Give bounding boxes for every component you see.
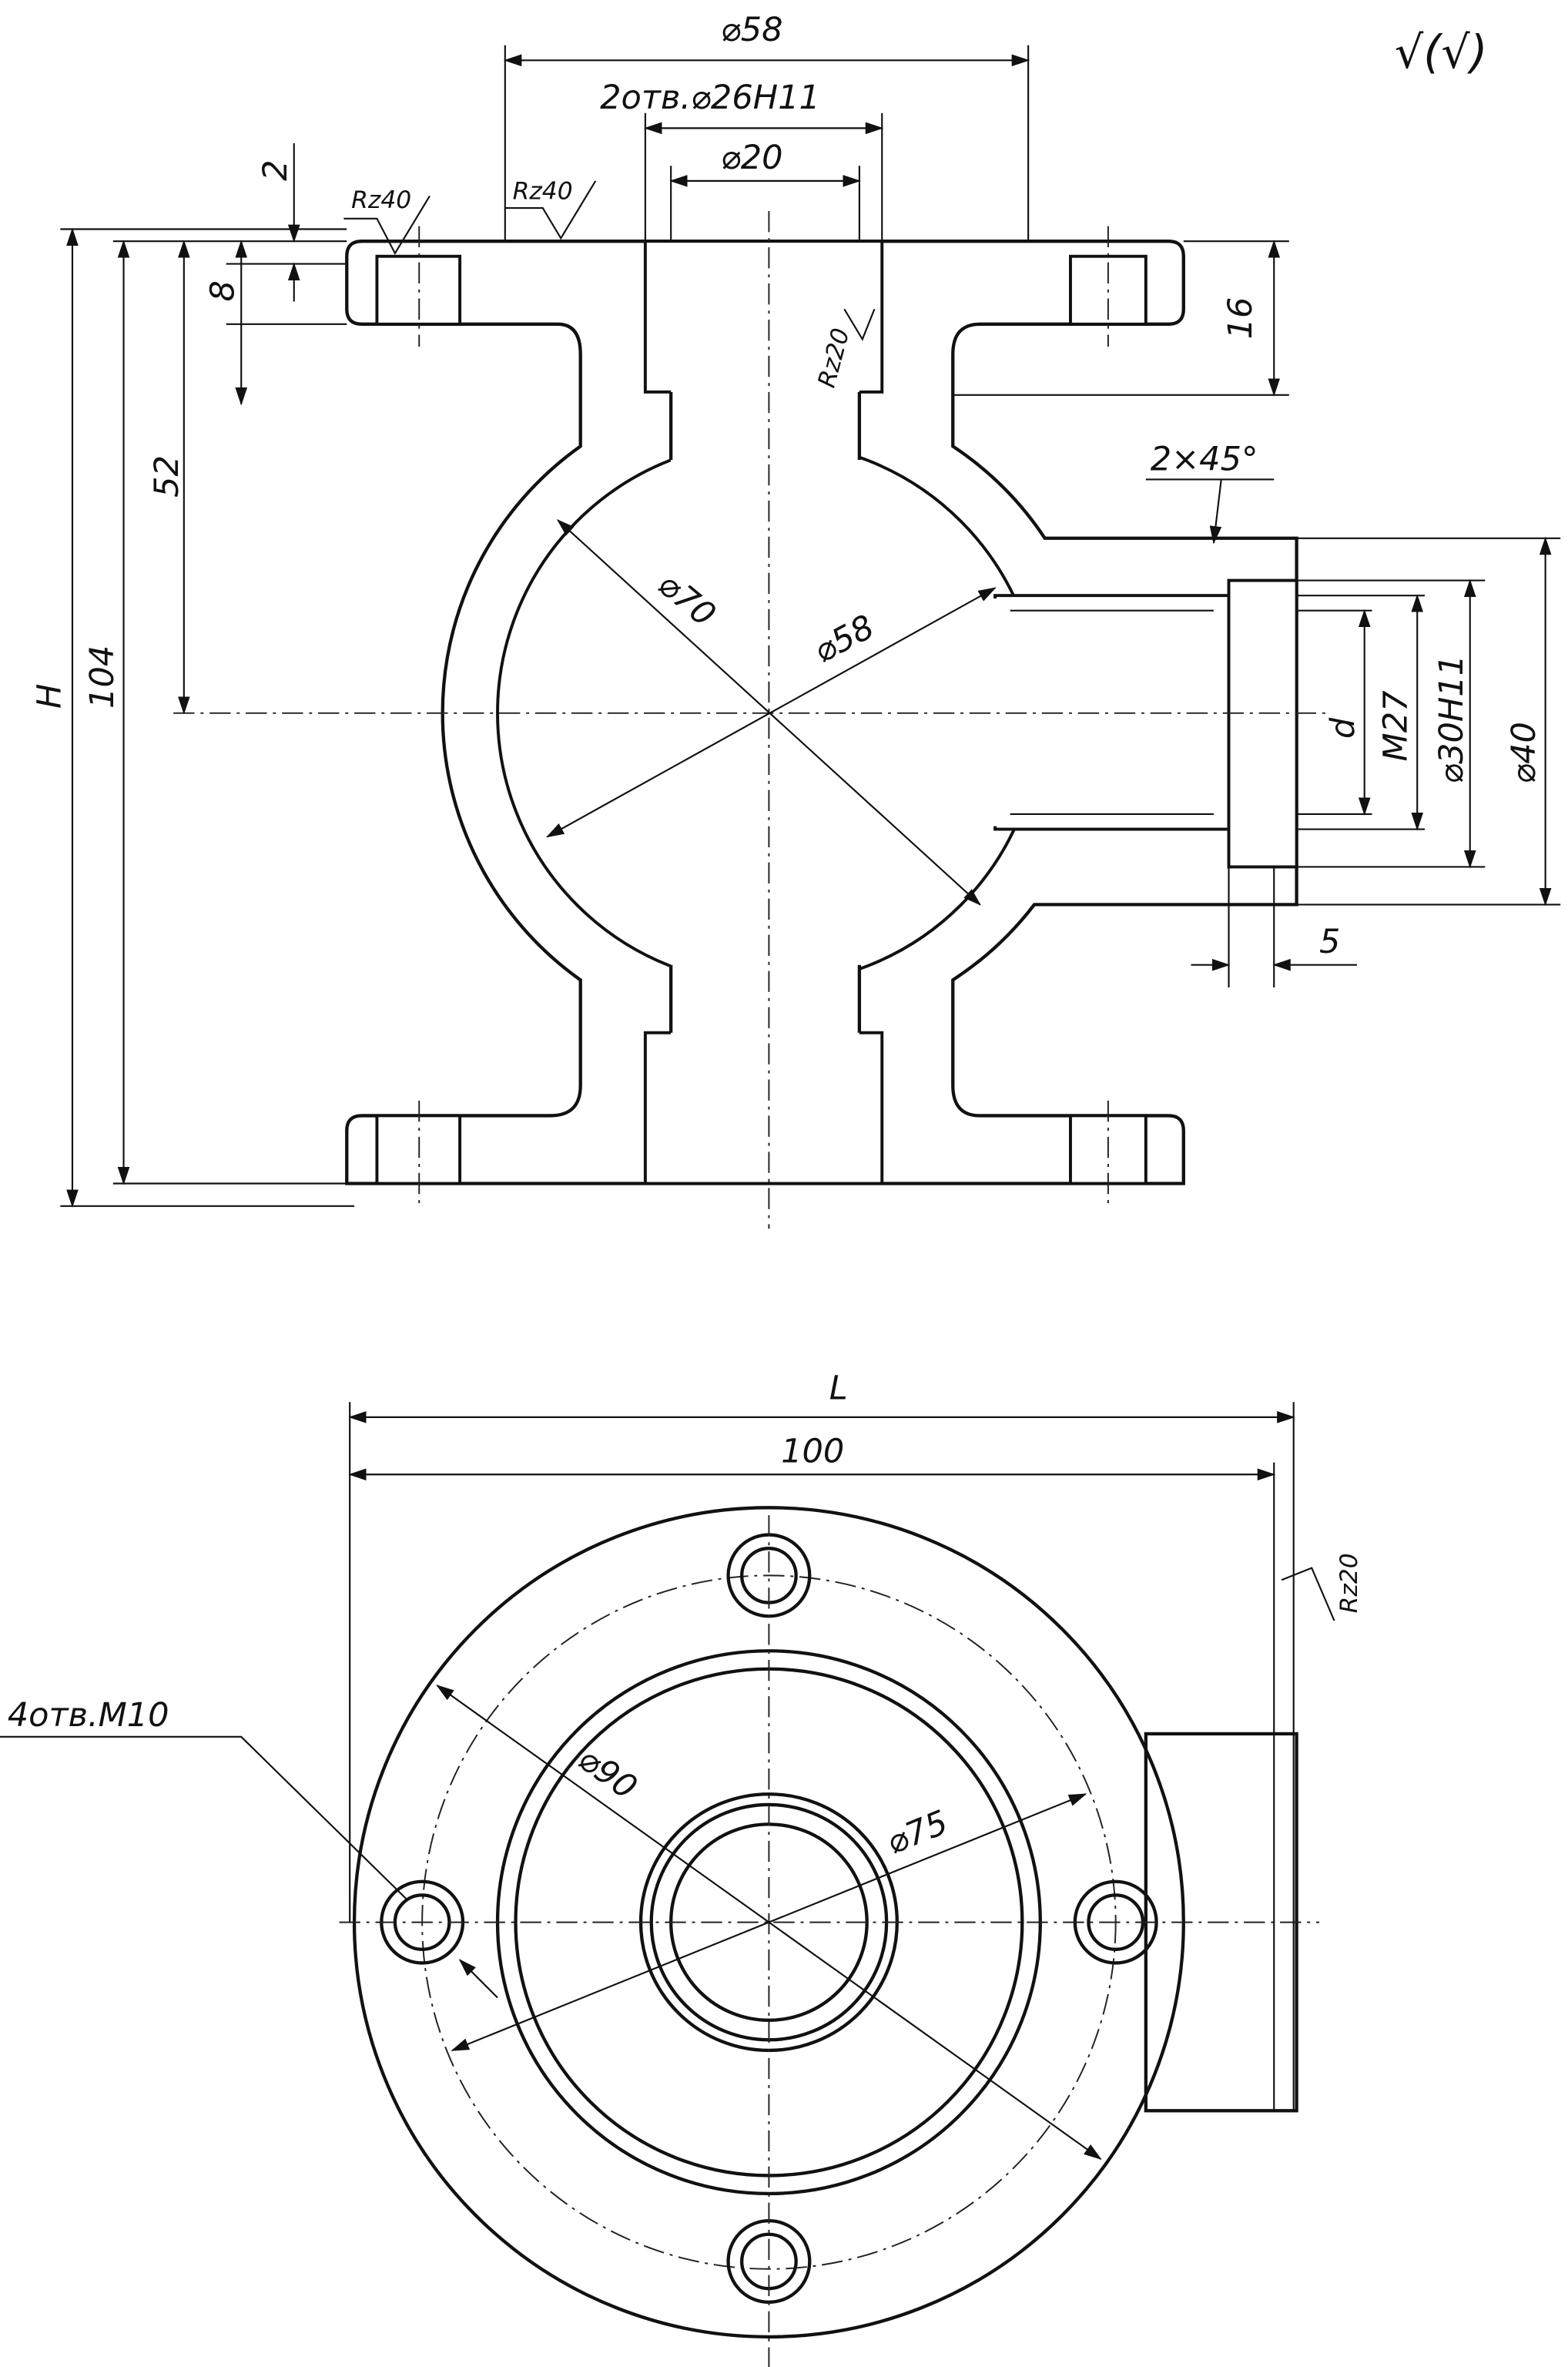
side-counterbore xyxy=(1227,578,1298,869)
dim-length: 100 xyxy=(781,1433,844,1471)
top-view xyxy=(0,1402,1335,2367)
dim-bolt-holes: 4отв.M10 xyxy=(8,1696,169,1735)
dim-flange-height: 16 xyxy=(1221,297,1260,340)
dim-chamfer-2: 2 xyxy=(256,159,295,180)
top-counterbore xyxy=(643,240,884,394)
dim-branch-outer: ⌀40 xyxy=(1505,722,1543,784)
dim-top-outer-diameter: ⌀58 xyxy=(721,11,783,49)
top-passage xyxy=(671,388,859,480)
bolt-hole-section xyxy=(375,254,462,326)
front-section-view xyxy=(60,45,1561,1229)
dim-depth-5: 5 xyxy=(1319,923,1340,961)
dim-total-height: 104 xyxy=(83,645,122,709)
dim-center-height: 52 xyxy=(148,455,186,498)
roughness-rz20-top: Rz20 xyxy=(1335,1553,1363,1613)
dim-flange-thickness: 8 xyxy=(203,280,242,301)
dim-holes-label: 2отв.⌀26H11 xyxy=(600,79,820,117)
bolt-hole-section xyxy=(375,1114,462,1185)
bottom-passage xyxy=(671,950,859,1036)
dim-bore-diameter: ⌀20 xyxy=(721,139,783,177)
roughness-rz40-center: Rz40 xyxy=(513,177,573,205)
dim-height-symbol: H xyxy=(30,684,69,709)
dim-bore-fit: ⌀30H11 xyxy=(1432,655,1471,784)
dim-thread: M27 xyxy=(1377,691,1416,762)
bottom-counterbore xyxy=(643,1031,884,1185)
surface-finish-symbol: √(√) xyxy=(1395,25,1488,79)
dim-d-symbol: d xyxy=(1324,717,1362,739)
dim-length-symbol: L xyxy=(829,1369,848,1407)
dim-chamfer: 2×45° xyxy=(1151,441,1258,479)
dim-bolt-circle: ⌀75 xyxy=(881,1803,953,1862)
roughness-rz40-left: Rz40 xyxy=(351,186,411,214)
